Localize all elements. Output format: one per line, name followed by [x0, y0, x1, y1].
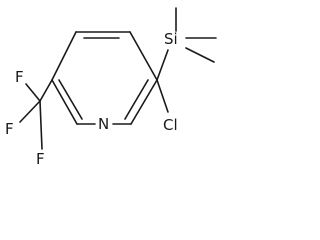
bond-cf3-f-bottom: [39, 100, 43, 150]
atom-label-cl: Cl: [163, 116, 178, 134]
bond-c3-si: [156, 49, 169, 81]
bond-n-c2: [130, 79, 158, 125]
bond-c4-c5: [51, 31, 77, 81]
atom-label-f-top: F: [15, 68, 24, 86]
bond-cf3-f-top: [25, 83, 41, 102]
atom-label-f-left: F: [5, 120, 14, 138]
bond-c2-cl: [156, 79, 169, 113]
bond-cf3-f-left: [19, 100, 41, 123]
bond-c6-cf3: [39, 79, 53, 102]
bond-si-me-right-bottom: [185, 47, 215, 63]
bond-c5-c6: [51, 79, 78, 125]
bond-c2-c3: [129, 31, 158, 81]
pyridine-ring: [51, 31, 158, 125]
atom-label-si: Si: [164, 30, 178, 48]
chemical-structure-diagram: Si Cl N F F F: [5, 7, 217, 168]
bond-c6-n-double: [58, 79, 83, 120]
chloro-group: Cl: [156, 79, 178, 134]
bond-n-c2-double: [124, 79, 149, 120]
trimethylsilyl-group: Si: [156, 7, 217, 81]
trifluoromethyl-group: F F F: [5, 68, 53, 168]
atom-label-f-bottom: F: [36, 150, 45, 168]
atom-label-n: N: [98, 115, 109, 133]
